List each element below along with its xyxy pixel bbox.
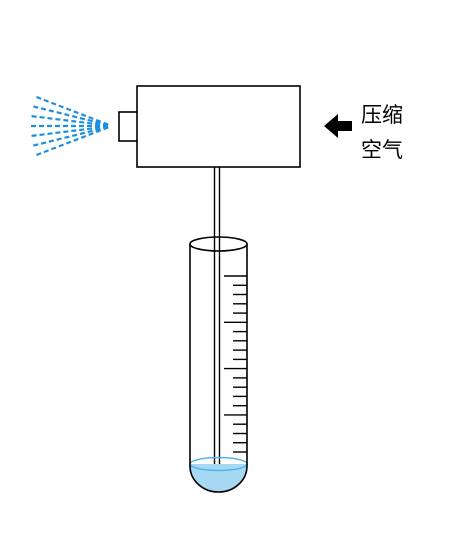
graduation-marks <box>224 275 247 453</box>
arrow-left-icon <box>324 114 352 138</box>
nozzle <box>118 111 140 142</box>
suction-tube <box>213 167 221 472</box>
spray-ray <box>30 125 109 138</box>
spray-mist-icon <box>30 95 109 157</box>
spray-ray <box>32 125 109 147</box>
atomizer-body <box>136 85 301 168</box>
liquid <box>190 464 247 493</box>
compressed-air-label-line1: 压缩 <box>361 103 403 127</box>
compressed-air-label-line2: 空气 <box>361 138 403 162</box>
test-tube-outline <box>189 244 248 493</box>
test-tube-rim <box>189 236 248 252</box>
spray-ray <box>35 126 109 157</box>
test-tube <box>189 236 248 493</box>
spray-ray <box>32 105 109 127</box>
spray-ray <box>30 114 109 127</box>
spray-ray <box>35 95 109 126</box>
